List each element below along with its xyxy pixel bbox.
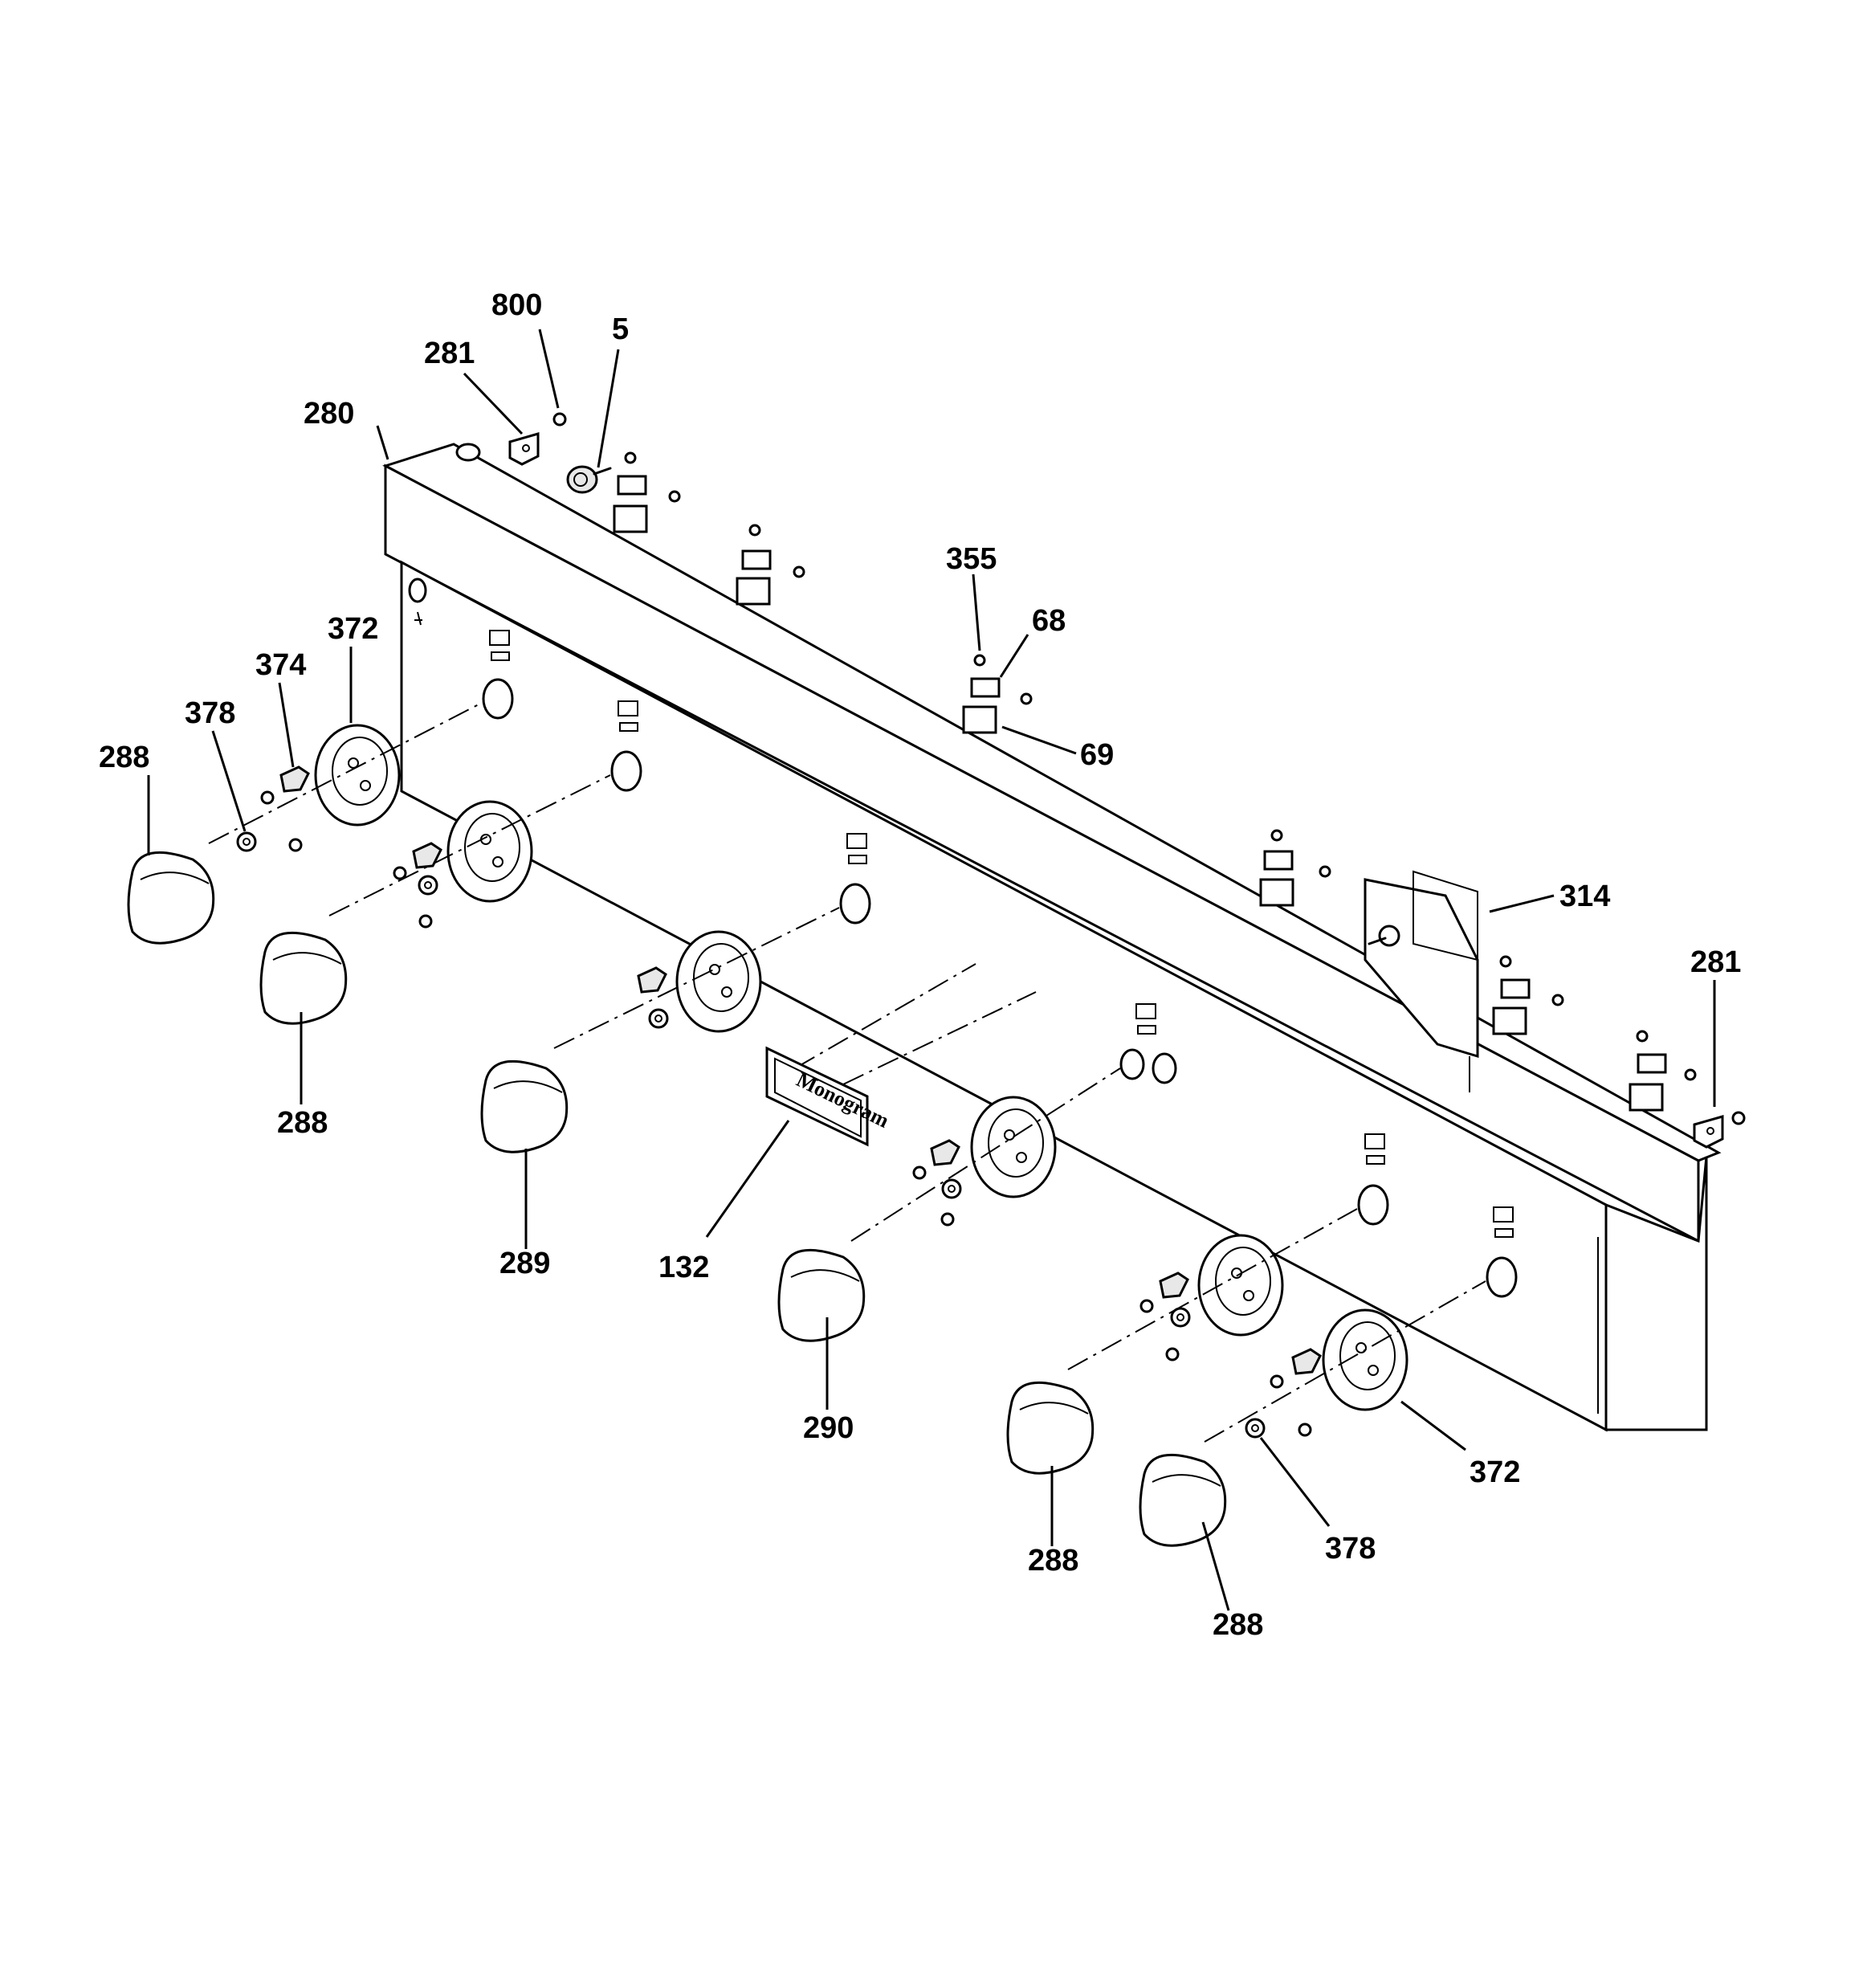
knob-290 [777,1248,866,1342]
callout-288-topleft: 288 [99,741,149,774]
callout-314: 314 [1559,880,1610,913]
callout-68: 68 [1032,604,1066,638]
switch-brackets [613,451,1697,1112]
bezel-1 [314,724,401,827]
callout-374: 374 [255,648,306,682]
indicator-light-5 [566,465,612,494]
bracket-set-5 [1492,955,1564,1035]
panel-knob-holes [482,678,1518,1298]
nameplate-132: Monogram [765,1046,893,1147]
knob-288-4 [1139,1453,1227,1547]
leader-lines [147,329,1716,1611]
callout-69: 69 [1080,738,1114,772]
bracket-281-left [508,432,540,466]
bracket-set-4 [1259,829,1331,907]
callout-289: 289 [499,1247,550,1280]
callout-355: 355 [946,542,997,576]
panel-markings [489,630,1514,1238]
bezel-5 [1197,1234,1284,1337]
alignment-lines [208,702,1486,1443]
callout-288-right-lower: 288 [1028,1544,1078,1578]
callout-288-left-lower: 288 [277,1106,328,1140]
bracket-set-1 [613,451,681,533]
marking-2 [618,700,638,732]
callout-800: 800 [491,288,542,322]
marking-3 [846,833,867,864]
bezel-6 [1322,1308,1408,1411]
bracket-set-6 [1629,1030,1697,1112]
bracket-set-2 [736,524,805,606]
callout-281-right: 281 [1690,945,1741,979]
callout-280: 280 [304,397,354,431]
control-panel-housing [382,443,1722,1432]
knob-288-3 [1006,1381,1095,1475]
callout-132: 132 [658,1251,709,1284]
callout-378-right: 378 [1325,1532,1376,1565]
bracket-set-3 [962,654,1033,734]
bezel-2 [446,800,533,903]
clips-and-screws [236,765,1322,1439]
marking-1 [489,630,510,661]
screw-800 [552,412,567,427]
washer-set [236,831,1266,1439]
knob-288-2 [259,931,348,1025]
marking-4 [1135,1003,1156,1035]
callout-378-left: 378 [185,696,235,730]
screw-set [260,790,1312,1437]
bezel-3 [675,930,762,1033]
callout-281-top: 281 [424,337,475,370]
callout-372-right: 372 [1470,1455,1520,1489]
callout-5: 5 [612,312,629,346]
timer-switch-314 [1364,870,1479,1092]
bracket-281-right [1693,1111,1746,1149]
bezel-4 [970,1096,1057,1198]
callout-290: 290 [803,1411,854,1445]
marking-6 [1493,1206,1514,1238]
knob-289 [480,1059,569,1153]
callout-labels: 800 281 5 280 355 68 69 372 374 378 288 … [99,288,1741,1642]
knob-288-1 [127,851,215,945]
callout-288-bottom: 288 [1213,1608,1263,1642]
callout-372-left: 372 [328,612,378,646]
marking-5 [1364,1133,1385,1165]
